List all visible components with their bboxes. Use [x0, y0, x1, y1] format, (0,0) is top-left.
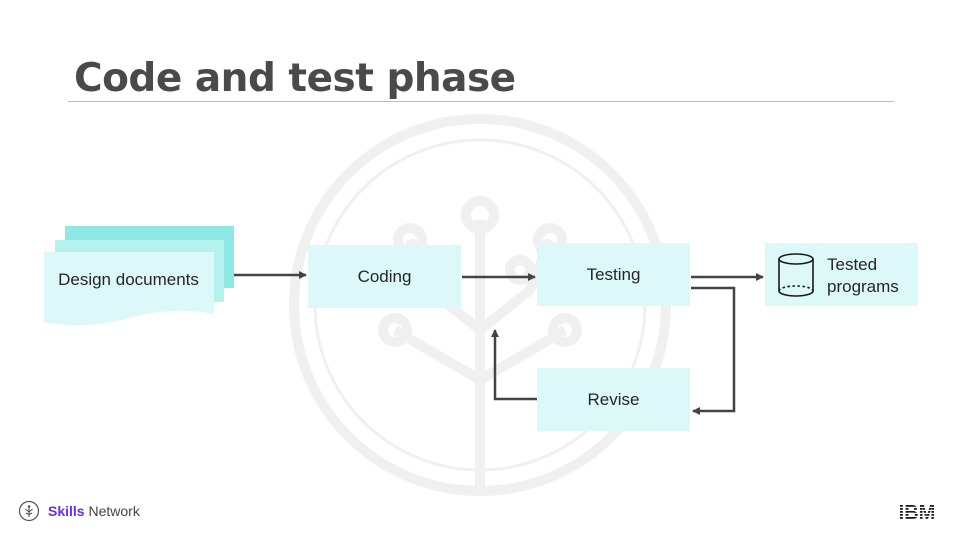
design-documents-shape: [44, 252, 214, 326]
design-documents-label: Design documents: [58, 270, 199, 289]
revise-label: Revise: [587, 389, 640, 409]
testing-box: Testing: [537, 243, 690, 306]
skills-network-logo-icon: [18, 500, 40, 522]
tested-programs-label: Tested programs: [827, 254, 899, 298]
arrow-testing-to-revise: [691, 286, 736, 415]
coding-box: Coding: [308, 245, 461, 308]
ibm-logo: IBM: [899, 502, 936, 522]
page-title: Code and test phase: [74, 56, 516, 101]
tested-programs-line1: Tested: [827, 255, 878, 274]
coding-label: Coding: [357, 266, 412, 286]
ibm-logo-text: IBM: [899, 502, 936, 522]
database-icon: [778, 253, 814, 297]
revise-box: Revise: [537, 368, 690, 431]
title-divider: [68, 101, 894, 102]
skills-network-brand: Skills Network: [18, 500, 140, 522]
testing-label: Testing: [586, 264, 641, 284]
tested-programs-line2: programs: [827, 277, 899, 296]
brand-network-text: Network: [88, 503, 140, 519]
arrow-revise-to-testing: [491, 329, 537, 401]
brand-skills-text: Skills: [48, 503, 85, 519]
